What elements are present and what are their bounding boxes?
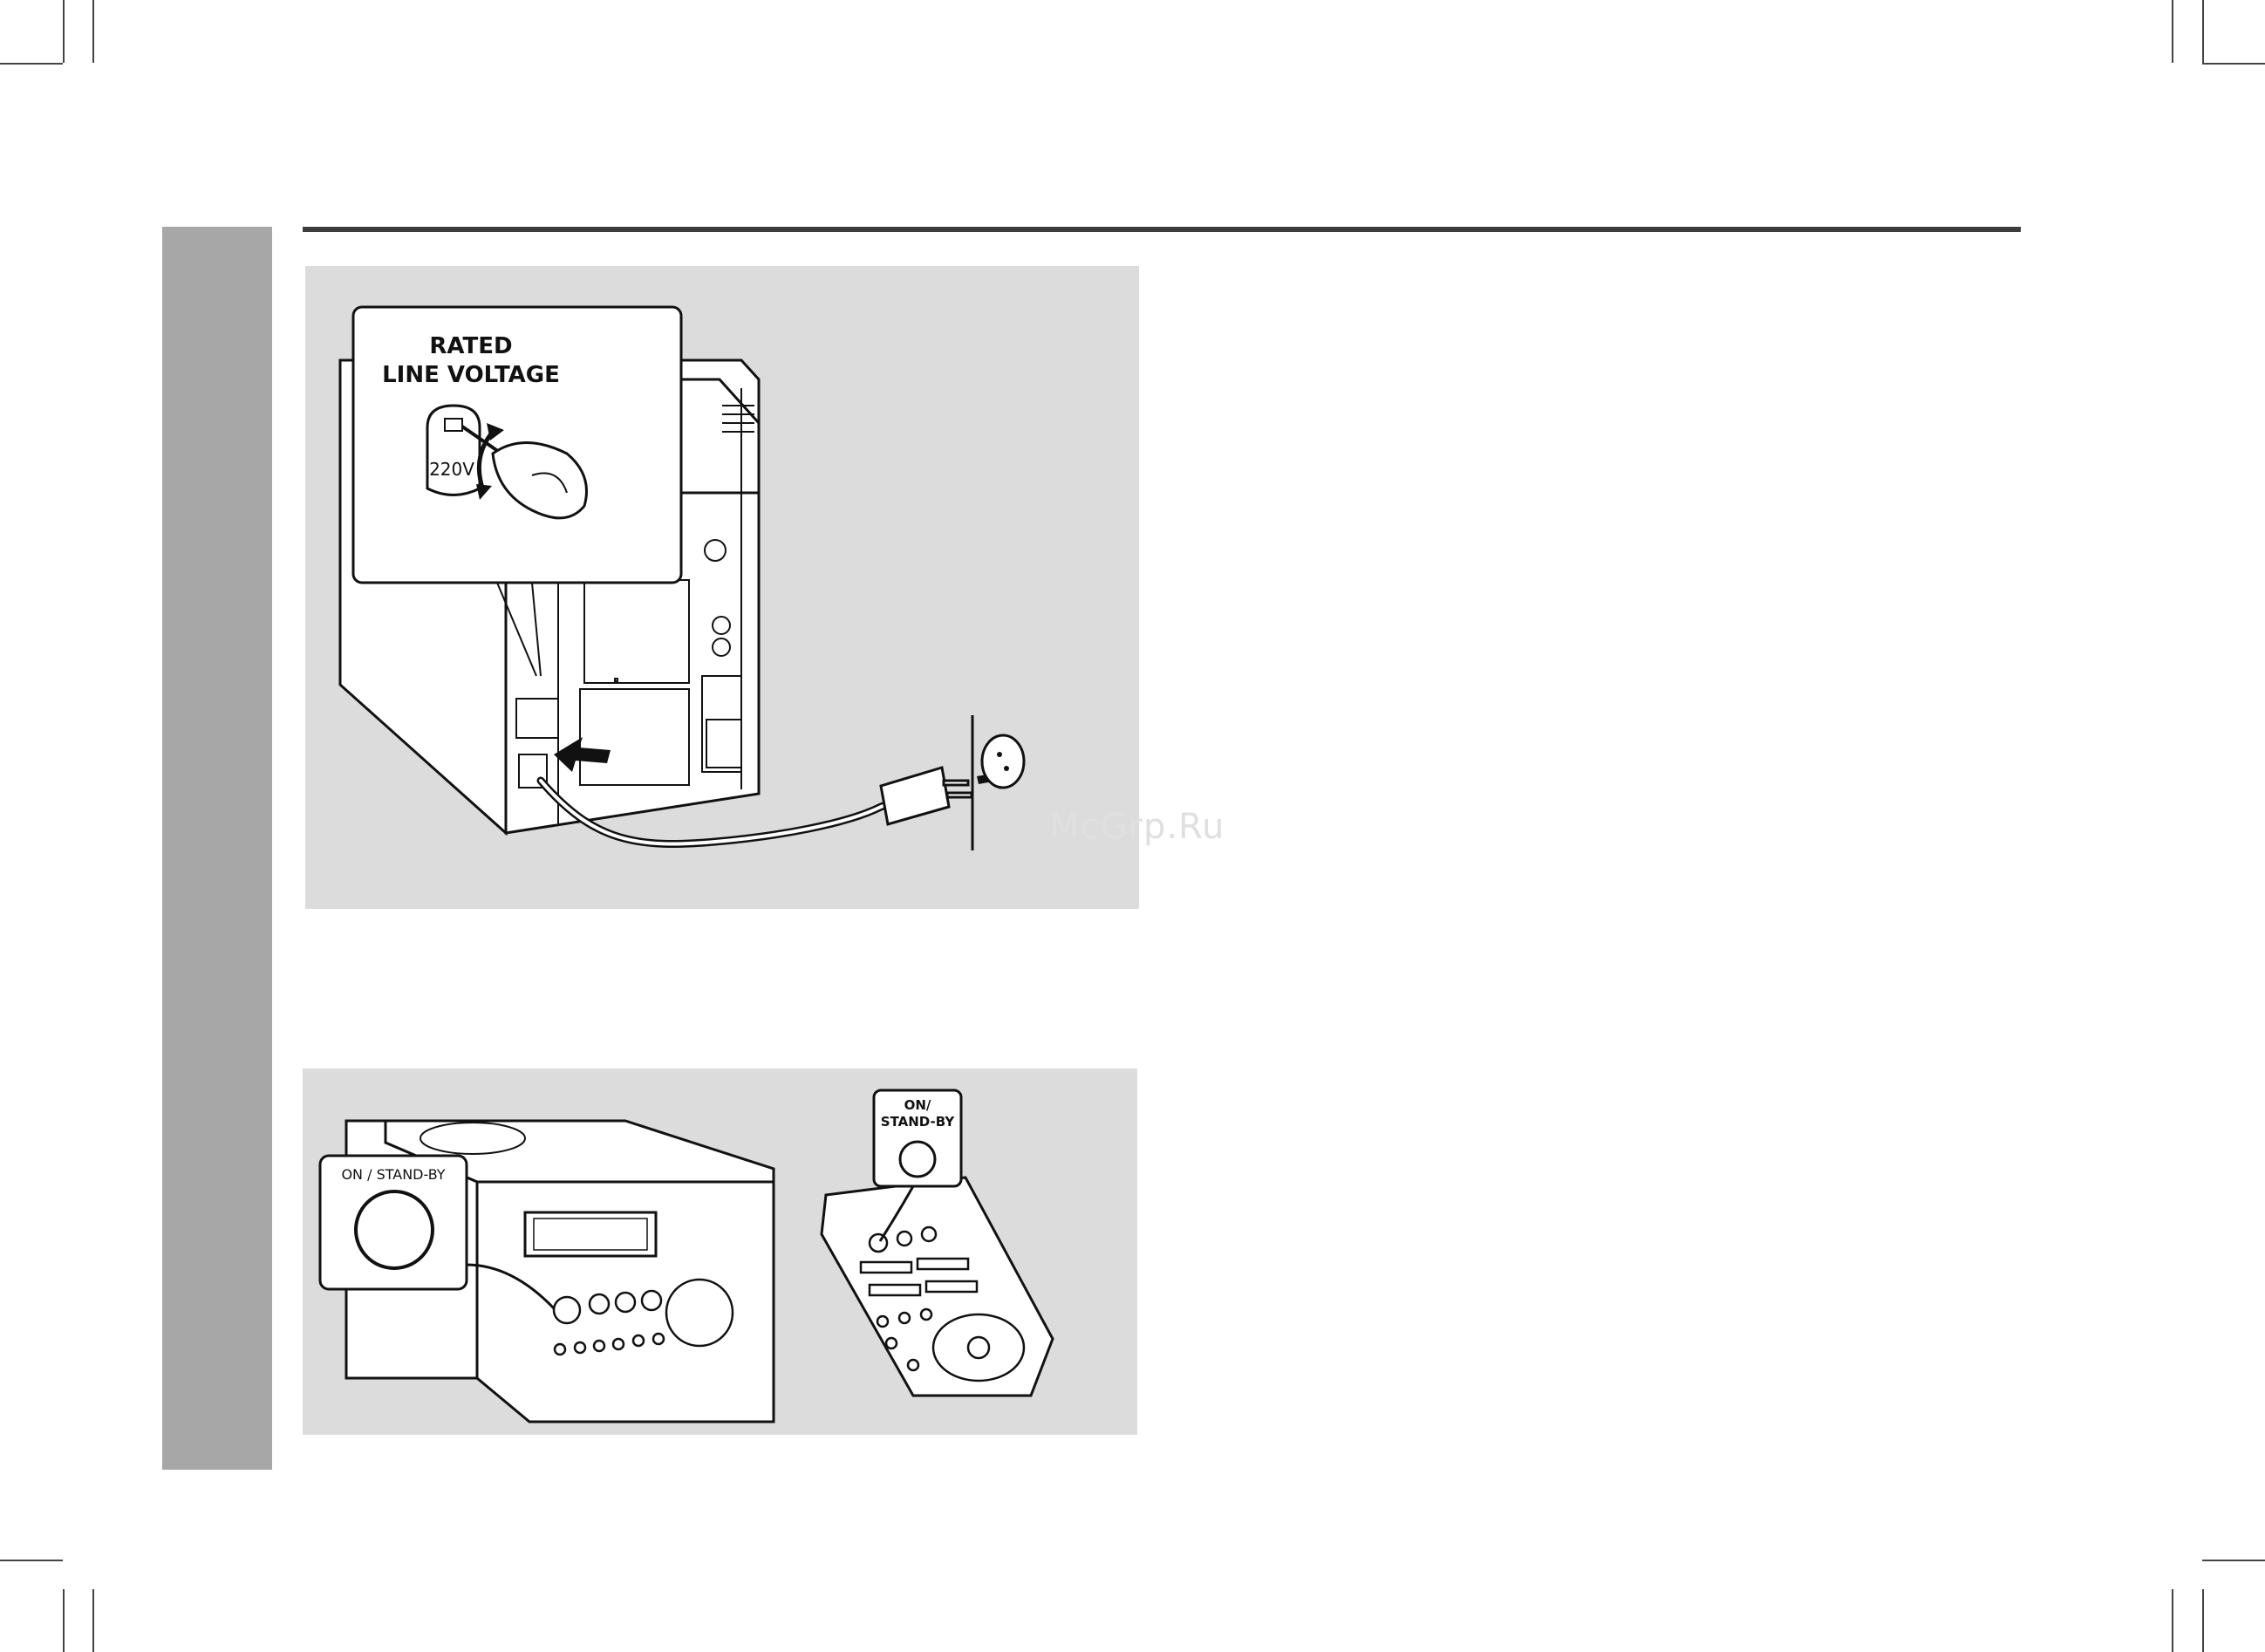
unit-on-standby-label: ON / STAND-BY <box>341 1166 445 1183</box>
callout-line-voltage: LINE VOLTAGE <box>382 362 560 388</box>
figure-on-standby-drawing: ON / STAND-BY ON/ STAND-BY <box>303 1068 1137 1435</box>
figure-on-standby: ON / STAND-BY ON/ STAND-BY <box>303 1068 1137 1435</box>
crop-mark <box>92 0 94 63</box>
voltage-value: 220V <box>429 459 474 480</box>
crop-mark <box>63 0 65 63</box>
remote-label-standby: STAND-BY <box>881 1114 956 1130</box>
crop-mark <box>2202 1589 2204 1652</box>
crop-mark <box>92 1589 94 1652</box>
callout-rated: RATED <box>429 333 512 359</box>
figure-rated-voltage-drawing: RATED LINE VOLTAGE 220V <box>305 266 1139 909</box>
crop-mark <box>0 63 63 65</box>
figure-rated-voltage: RATED LINE VOLTAGE 220V <box>305 266 1139 909</box>
crop-mark <box>0 1560 63 1561</box>
crop-mark <box>2202 63 2265 65</box>
crop-mark <box>2202 0 2204 63</box>
crop-mark <box>2202 1560 2265 1561</box>
crop-mark <box>63 1589 65 1652</box>
watermark: McGrp.Ru <box>1049 807 1225 847</box>
section-side-tab <box>162 227 272 1470</box>
header-rule <box>303 227 2021 232</box>
crop-mark <box>2172 1589 2173 1652</box>
remote-label-on: ON/ <box>904 1097 931 1113</box>
crop-mark <box>2172 0 2173 63</box>
